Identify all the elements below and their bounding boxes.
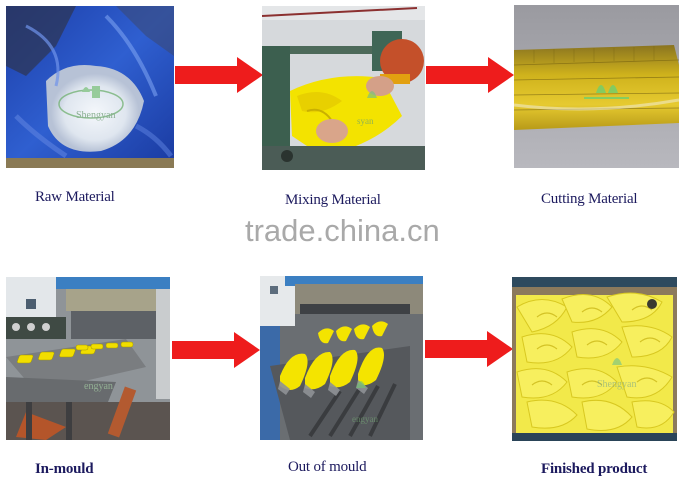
step-label-mixing-material: Mixing Material: [285, 192, 381, 208]
mixing-material-illustration: syan: [262, 6, 425, 170]
finished-product-illustration: Shengyan: [512, 277, 677, 441]
svg-text:engyan: engyan: [352, 414, 378, 424]
step-label-out-of-mould: Out of mould: [288, 459, 367, 475]
step-label-raw-material: Raw Material: [35, 189, 115, 205]
in-mould-illustration: engyan: [6, 277, 170, 440]
svg-text:Shengyan: Shengyan: [597, 379, 636, 390]
arrow-right-icon: [426, 57, 514, 93]
step-label-cutting-material: Cutting Material: [541, 191, 638, 207]
arrow-right-icon: [425, 331, 513, 367]
cutting-material-illustration: [514, 5, 679, 168]
out-of-mould-illustration: engyan: [260, 276, 423, 440]
arrow-right-icon: [175, 57, 263, 93]
svg-text:Shengyan: Shengyan: [76, 110, 115, 121]
arrow-right-icon: [172, 332, 260, 368]
svg-text:engyan: engyan: [84, 381, 113, 392]
cutting-material-photo: [514, 5, 679, 168]
finished-product-photo: Shengyan: [512, 277, 677, 441]
watermark-text: trade.china.cn: [245, 213, 440, 248]
step-label-finished-product: Finished product: [541, 461, 648, 477]
in-mould-photo: engyan: [6, 277, 170, 440]
step-label-in-mould: In-mould: [35, 461, 94, 477]
mixing-material-photo: syan: [262, 6, 425, 170]
raw-material-photo: Shengyan: [6, 6, 174, 168]
out-of-mould-photo: engyan: [260, 276, 423, 440]
svg-text:syan: syan: [357, 116, 374, 126]
raw-material-illustration: Shengyan: [6, 6, 174, 168]
